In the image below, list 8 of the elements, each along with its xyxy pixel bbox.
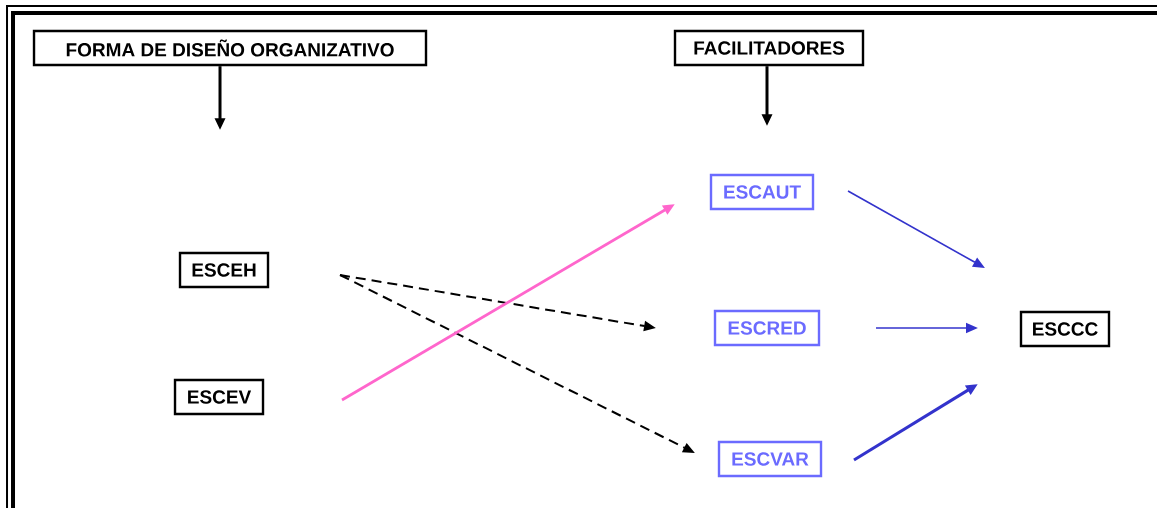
heading-box: FORMA DE DISEÑO ORGANIZATIVO — [32, 29, 428, 67]
variable-box: ESCEV — [173, 378, 265, 416]
variable-box: ESCEH — [178, 251, 270, 289]
variable-box: ESCCC — [1019, 310, 1111, 348]
variable-box: ESCRED — [713, 309, 821, 347]
heading-box: FACILITADORES — [673, 29, 865, 67]
variable-box: ESCVAR — [717, 440, 823, 478]
variable-box: ESCAUT — [709, 173, 815, 211]
